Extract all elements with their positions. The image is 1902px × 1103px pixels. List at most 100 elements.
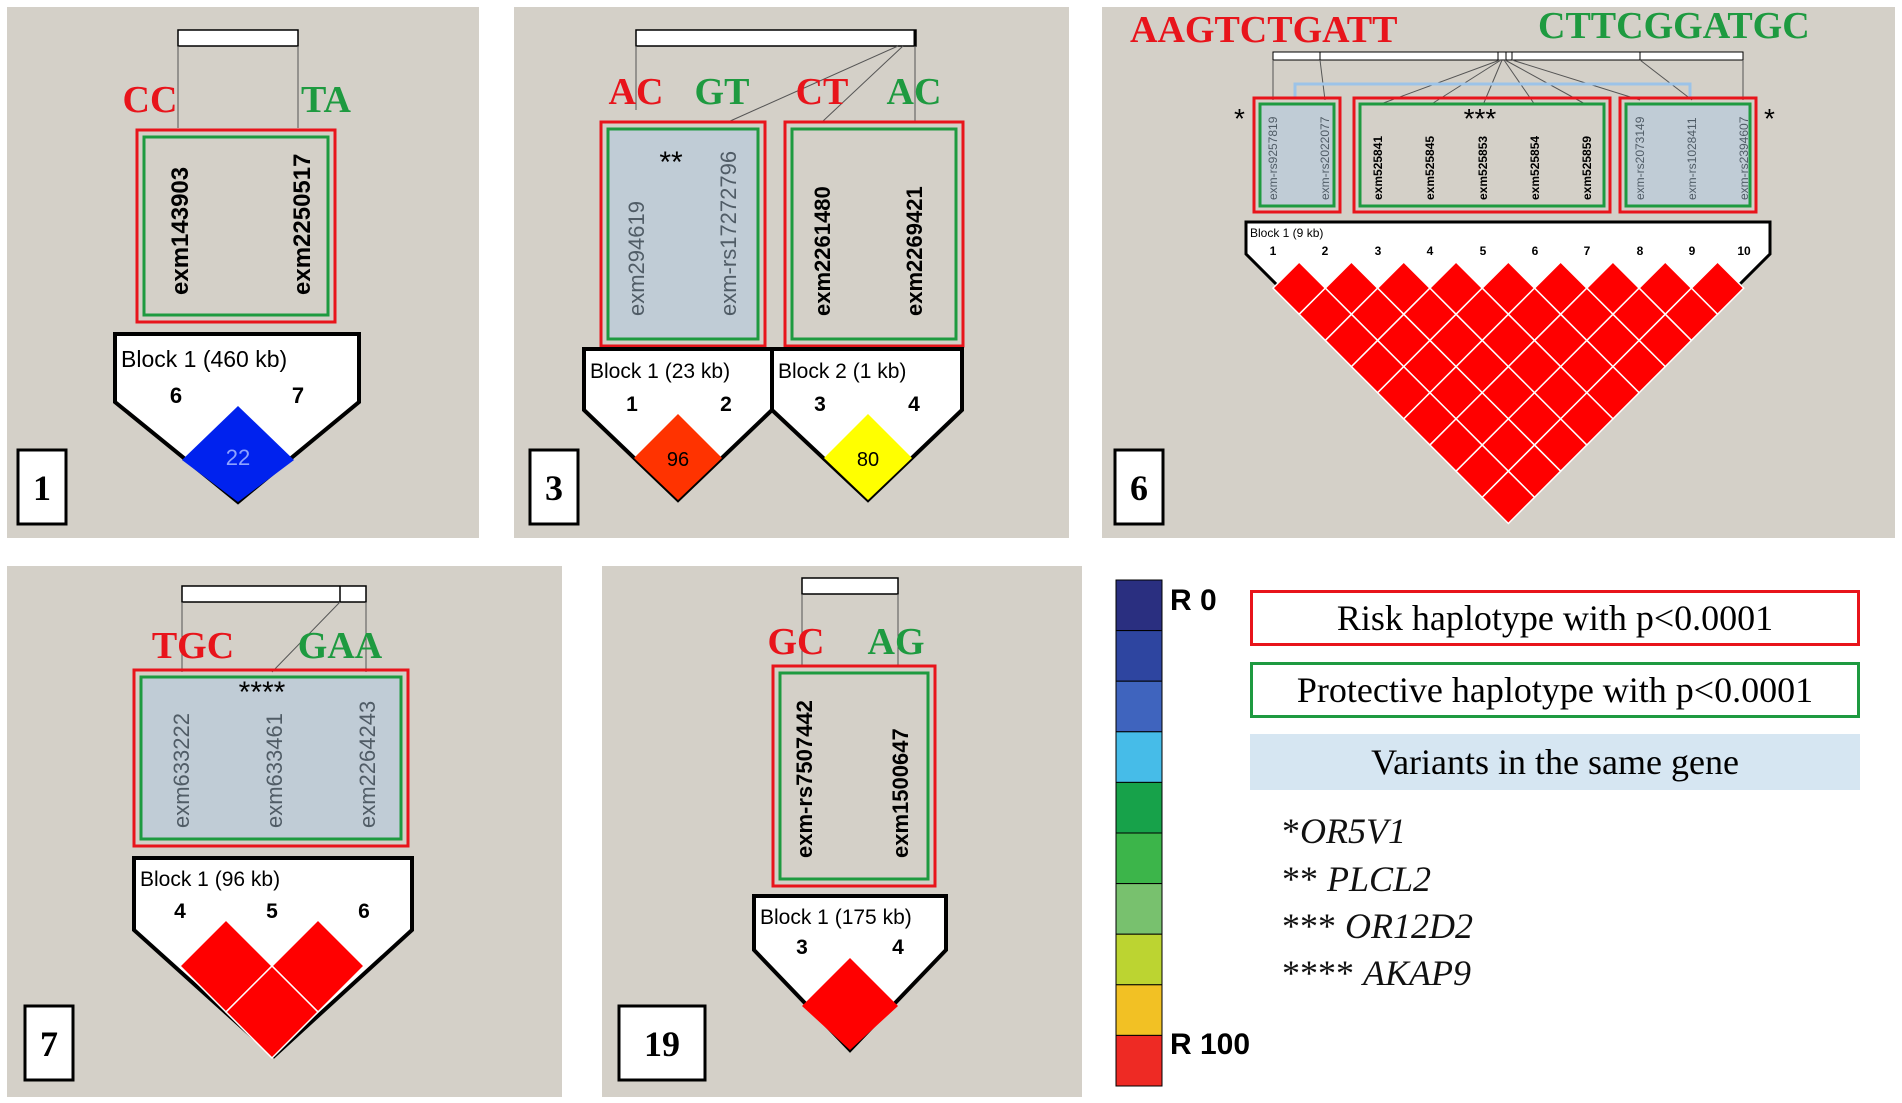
snp-index: 4 [908,393,920,416]
chromosome-number: 3 [545,468,563,508]
protective-haplotype-box [1358,102,1606,208]
legend-risk-text: Risk haplotype with p<0.0001 [1336,598,1774,638]
gene-note-name: PLCL2 [1327,859,1432,899]
gene-note: *OR5V1 [1282,810,1406,852]
marker-name: exm1500647 [888,728,913,858]
panel-19: GC AG exm-rs7507442 exm1500647 Block 1 (… [602,566,1082,1097]
marker-name: exm-rs9257819 [1266,116,1280,200]
marker-name: exm-rs7507442 [792,700,817,858]
panel-3: AC GT CT AC ** exm294619 exm-rs17272796 … [514,7,1069,538]
protective-haplotype-box-same-gene [139,675,403,841]
color-scale-swatch [1115,933,1163,986]
risk-haplotype-box [599,120,767,348]
marker-connector [727,45,899,123]
gene-marker: * [1764,103,1775,134]
legend-same-gene-text: Variants in the same gene [1371,742,1739,782]
color-scale-swatch [1115,781,1163,834]
risk-haplotype-label: GC [768,621,825,663]
snp-index: 3 [814,393,826,416]
chromosome-number: 7 [40,1024,58,1064]
gene-marker: *** [1464,103,1497,134]
snp-index: 1 [626,393,638,416]
legend-protective-haplotype: Protective haplotype with p<0.0001 [1250,662,1860,718]
protective-haplotype-label: TA [301,79,352,121]
chromosome-number-box [23,1004,75,1082]
snp-index: 6 [170,383,182,408]
ld-value: 96 [667,449,689,471]
gene-note-mark: * [1282,811,1300,851]
color-scale-swatch [1115,883,1163,935]
ld-cell [802,958,898,1050]
protective-haplotype-box-same-gene [606,127,760,341]
ld-matrix [178,918,366,1060]
marker-name: exm-rs1028411 [1685,117,1699,200]
ld-cell [824,414,912,500]
block-label: Block 1 (96 kb) [140,868,280,891]
protective-haplotype-label: AG [868,621,925,663]
protective-haplotype-box-same-gene [1624,102,1752,208]
scale-low-label: R 0 [1170,584,1217,617]
marker-name: exm525853 [1476,136,1490,200]
snp-index: 9 [1689,244,1696,258]
snp-index: 4 [892,936,904,959]
snp-index: 10 [1737,244,1751,258]
risk-haplotype-box [135,128,337,324]
physical-map-bar [177,29,299,47]
snp-index: 2 [720,393,732,416]
panel-6: AAGTCTGATT CTTCGGATGC * *** * [1102,5,1895,538]
snp-index: 8 [1637,244,1644,258]
color-scale-swatch [1115,579,1163,632]
gene-note: **** AKAP9 [1282,952,1471,994]
ld-cell [182,406,294,502]
protective-haplotype-label: AC [887,71,942,113]
snp-index: 4 [174,900,186,923]
marker-name: exm-rs17272796 [716,151,741,316]
gene-note-mark: *** [1282,906,1345,946]
marker-name: exm2261480 [810,186,835,316]
marker-name: exm-rs2394607 [1737,116,1751,200]
protective-haplotype-label: GT [695,71,750,113]
marker-name: exm2264243 [355,701,380,828]
risk-haplotype-box [1252,96,1342,214]
snp-index: 2 [1322,244,1329,258]
snp-index: 6 [1532,244,1539,258]
marker-name: exm525854 [1528,136,1542,200]
physical-map-bar [801,577,899,595]
block-label: Block 2 (1 kb) [778,360,906,383]
gene-marker: * [1234,103,1245,134]
snp-index: 5 [266,900,278,923]
protective-haplotype-box [778,671,930,881]
snp-index: 5 [1480,244,1487,258]
gene-note-mark: **** [1282,953,1363,993]
marker-name: exm525859 [1580,136,1594,200]
block-label: Block 1 (175 kb) [760,906,912,929]
risk-haplotype-label: AAGTCTGATT [1130,9,1397,51]
marker-name: exm633461 [262,713,287,828]
panel-7: TGC GAA **** exm633222 exm633461 exm2264… [7,566,562,1097]
same-gene-link [1293,82,1692,98]
risk-haplotype-label: CT [796,71,849,113]
ld-value: 22 [226,445,250,470]
marker-connector [821,45,904,123]
chromosome-number-box [1113,448,1165,526]
snp-index: 3 [796,936,808,959]
protective-haplotype-label: CTTCGGATGC [1538,5,1810,47]
color-scale-swatch [1115,731,1163,783]
gene-marker: **** [239,676,286,709]
ld-value: 80 [857,449,879,471]
physical-map-bar [635,29,917,47]
risk-haplotype-box [132,668,410,848]
protective-haplotype-label: GAA [298,625,383,667]
color-scale-swatch [1115,984,1163,1036]
physical-map-bar [181,585,367,603]
chromosome-number: 19 [644,1024,680,1064]
gene-note-name: OR5V1 [1300,811,1406,851]
ld-matrix [1271,260,1745,525]
protective-haplotype-box-same-gene [1258,102,1336,208]
snp-index: 4 [1427,244,1434,258]
risk-haplotype-label: TGC [152,625,234,667]
chromosome-number-box [16,448,68,526]
ld-block-outline [132,856,414,1059]
gene-note-mark: ** [1282,859,1327,899]
